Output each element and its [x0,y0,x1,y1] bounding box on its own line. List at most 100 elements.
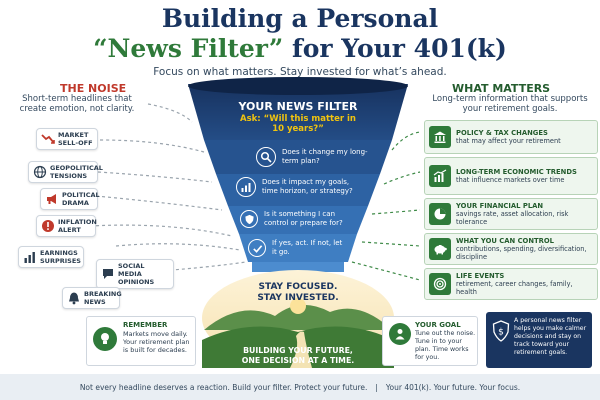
title-highlight: “News Filter” [93,34,284,63]
noise-label: GEOPOLITICAL TENSIONS [50,164,103,180]
arrow-matters-3 [371,209,421,215]
arrow-noise-7 [109,261,247,275]
matters-arrows [351,131,421,281]
funnel-band-4 [239,234,357,262]
future-line1: BUILDING YOUR FUTURE, [243,346,353,355]
arrow-noise-2 [99,139,205,153]
funnel-band-3 [228,206,368,234]
filter-question-4: If yes, act. If not, let it go. [248,239,348,257]
remember-text: Markets move daily. Your retirement plan… [123,330,190,354]
footer-right: Your 401(k). Your future. Your focus. [385,382,521,392]
check-icon [248,239,266,257]
funnel-band-top [188,84,408,140]
funnel-spout [252,262,344,272]
footer-left: Not every headline deserves a reaction. … [79,382,368,392]
noise-item-geopolitical: GEOPOLITICAL TENSIONS [28,161,103,183]
question-text: Does it impact my goals, time horizon, o… [262,178,353,195]
matters-title: YOUR FINANCIAL PLAN [456,202,544,210]
magnifier-icon [256,147,276,167]
matters-title: LIFE EVENTS [456,272,505,280]
arrow-noise-6 [115,243,241,251]
noise-item-social-media: SOCIAL MEDIA OPINIONS [96,259,174,289]
shield-icon [240,210,258,228]
arrow-matters-2 [383,171,421,185]
svg-text:$: $ [498,328,504,338]
arrow-noise-1 [147,103,193,123]
matters-desc: contributions, spending, diversification… [456,245,587,261]
lightbulb-icon [93,327,117,351]
footer-separator: | [375,382,378,392]
matters-title: LONG-TERM ECONOMIC TRENDS [456,168,577,176]
noise-label: MARKET SELL-OFF [58,131,93,147]
filter-question-3: Is it something I can control or prepare… [240,210,358,228]
megaphone-icon [47,194,56,204]
arrow-noise-3 [97,171,213,183]
globe-icon [33,165,47,179]
arrow-noise-4 [95,195,223,211]
goal-box: YOUR GOAL Tune out the noise. Tune in to… [382,316,478,366]
noise-label: BREAKING NEWS [84,290,122,306]
remember-box: REMEMBER Markets move daily. Your retire… [86,316,196,366]
tip-box: $ A personal news filter helps you make … [486,312,592,368]
stay-invested: STAY INVESTED. [257,293,339,303]
arrow-noise-5 [89,224,233,237]
alert-icon [42,220,54,232]
funnel-ask: Ask: “Will this matter in 10 years?” [240,114,356,134]
question-text: Is it something I can control or prepare… [264,210,343,227]
title-rest: for Your 401(k) [283,34,507,63]
shield-dollar-icon: $ [492,320,510,346]
filter-question-2: Does it impact my goals, time horizon, o… [236,177,364,197]
matters-desc: retirement, career changes, family, heal… [456,280,573,296]
funnel-band-1 [204,140,392,174]
funnel-title: YOUR NEWS FILTER [238,100,358,113]
goal-title: YOUR GOAL [415,321,461,329]
future-line2: ONE DECISION AT A TIME. [241,356,355,365]
piggy-bank-icon [429,238,451,260]
arrow-matters-1 [391,131,421,151]
subtitle: Focus on what matters. Stay invested for… [153,66,447,78]
target-icon [429,273,451,295]
matters-desc: that influence markets over time [456,176,565,184]
funnel-rim [188,77,408,95]
tip-text: A personal news filter helps you make ca… [514,317,587,356]
bank-icon [429,126,451,148]
noise-subtext: Short-term headlines that create emotion… [19,94,135,114]
page-title: Building a Personal [161,4,439,33]
person-icon [389,323,411,345]
noise-label: INFLATION ALERT [58,218,97,234]
landscape-path [290,331,312,368]
matters-desc: savings rate, asset allocation, risk tol… [456,210,569,226]
chart-icon [236,177,256,197]
trend-up-icon [429,165,451,187]
question-text: If yes, act. If not, let it go. [272,239,343,256]
funnel-band-2 [216,174,380,206]
matters-desc: that may affect your retirement [456,137,561,145]
noise-item-market-selloff: MARKET SELL-OFF [36,128,98,150]
matters-title: WHAT YOU CAN CONTROL [456,237,555,245]
noise-item-political-drama: POLITICAL DRAMA [40,188,100,210]
question-text: Does it change my long-term plan? [282,148,368,165]
stay-focused: STAY FOCUSED. [258,282,338,292]
goal-text: Tune out the noise. Tune in to your plan… [415,330,476,361]
bell-icon [69,292,79,305]
noise-item-breaking-news: BREAKING NEWS [62,287,122,309]
matters-heading: WHAT MATTERS [452,82,551,95]
noise-label: SOCIAL MEDIA OPINIONS [118,262,155,286]
matters-title: POLICY & TAX CHANGES [456,129,548,137]
matters-subtext: Long-term information that supports your… [432,94,588,114]
arrow-matters-5 [351,261,421,281]
arrow-matters-4 [361,241,421,247]
sun [290,298,306,314]
chat-icon [103,269,113,279]
chart-down-icon [41,134,55,144]
remember-title: REMEMBER [123,321,168,329]
noise-label: EARNINGS SURPRISES [40,249,81,265]
noise-arrows [89,103,247,275]
noise-label: POLITICAL DRAMA [62,191,100,207]
